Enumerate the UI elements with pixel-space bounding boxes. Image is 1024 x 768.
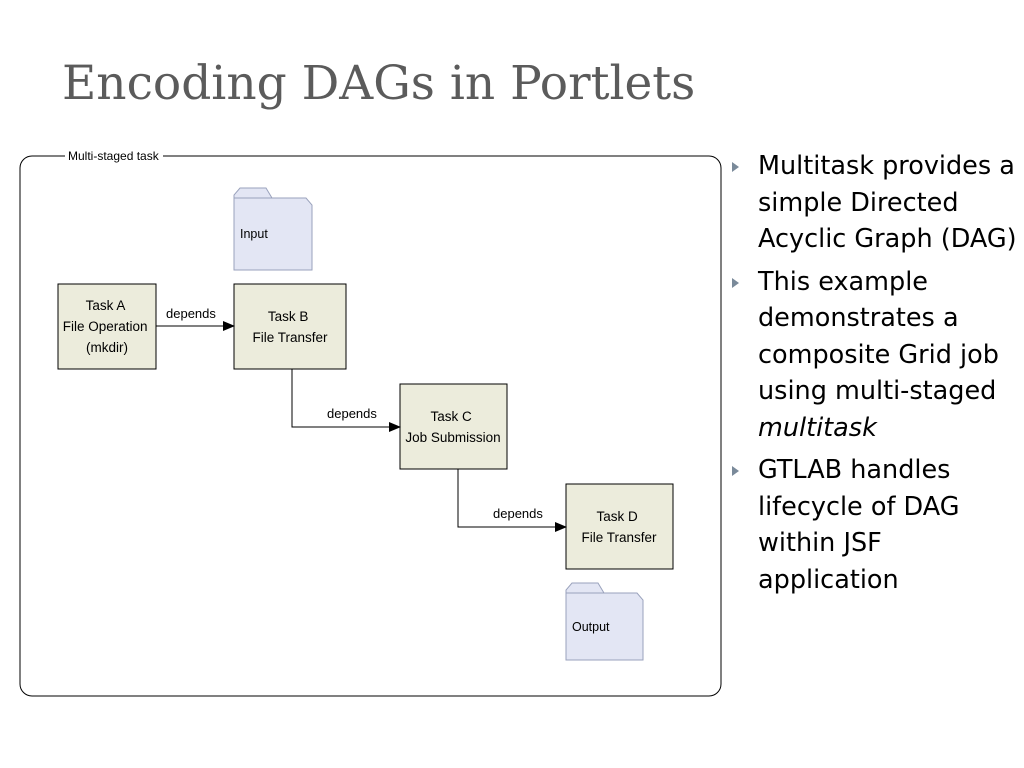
output-folder-label: Output — [572, 620, 610, 634]
task-d-box — [565, 483, 674, 570]
input-folder: Input — [233, 187, 313, 271]
slide-title: Encoding DAGs in Portlets — [62, 56, 696, 111]
bullet-item: Multitask provides a simple Directed Acy… — [732, 148, 1020, 258]
task-a-subtitle: File Operation — [63, 319, 148, 334]
group-label-mask — [65, 148, 163, 164]
task-c-box — [399, 383, 508, 470]
bullet-item: GTLAB handles lifecycle of DAG within JS… — [732, 452, 1020, 598]
svg-text:Task A File Operation: Task A File Operation (mkdir) — [63, 298, 152, 355]
group-label: Multi-staged task — [68, 149, 160, 163]
triangle-bullet-icon — [732, 466, 739, 476]
task-a-node: Task A File Operation (mkdir) — [57, 283, 157, 370]
edge-label: depends — [493, 506, 543, 521]
task-b-subtitle: File Transfer — [252, 330, 328, 345]
task-b-box — [233, 283, 347, 370]
bullet-text: This example demonstrates a composite Gr… — [758, 266, 999, 407]
svg-text:Task C Job Submission: Task C Job Submission — [405, 409, 500, 445]
task-c-title: Task C — [430, 409, 472, 424]
task-b-node: Task B File Transfer — [233, 283, 347, 370]
input-folder-label: Input — [240, 227, 268, 241]
svg-text:Task D File Transfer: Task D File Transfer — [581, 509, 657, 545]
bullet-text: Multitask provides a simple Directed Acy… — [758, 151, 1017, 254]
bullet-emphasis: multitask — [758, 412, 877, 443]
edge-arrow — [457, 469, 567, 532]
task-a-title: Task A — [86, 298, 126, 313]
task-c-subtitle: Job Submission — [405, 430, 500, 445]
bullet-list: Multitask provides a simple Directed Acy… — [732, 148, 1020, 604]
edge-a-to-b: depends — [156, 306, 235, 331]
group-frame — [19, 155, 722, 697]
bullet-text: GTLAB handles lifecycle of DAG within JS… — [758, 455, 960, 595]
bullet-item: This example demonstrates a composite Gr… — [732, 264, 1020, 447]
task-d-title: Task D — [596, 509, 638, 524]
triangle-bullet-icon — [732, 162, 739, 172]
triangle-bullet-icon — [732, 277, 739, 288]
svg-text:Task B File Transfer: Task B File Transfer — [252, 309, 328, 345]
multi-staged-task-group: Multi-staged task — [19, 148, 722, 697]
edge-arrow — [291, 369, 401, 432]
task-a-detail: (mkdir) — [86, 340, 128, 355]
task-d-node: Task D File Transfer — [565, 483, 674, 570]
edge-label: depends — [327, 406, 377, 421]
output-folder: Output — [565, 582, 644, 661]
task-c-node: Task C Job Submission — [399, 383, 508, 470]
edge-c-to-d: depends — [457, 469, 567, 532]
task-b-title: Task B — [268, 309, 309, 324]
edge-label: depends — [166, 306, 216, 321]
edge-b-to-c: depends — [291, 369, 401, 432]
task-d-subtitle: File Transfer — [581, 530, 657, 545]
dag-diagram: Multi-staged task Input Task A File Oper… — [19, 148, 722, 697]
